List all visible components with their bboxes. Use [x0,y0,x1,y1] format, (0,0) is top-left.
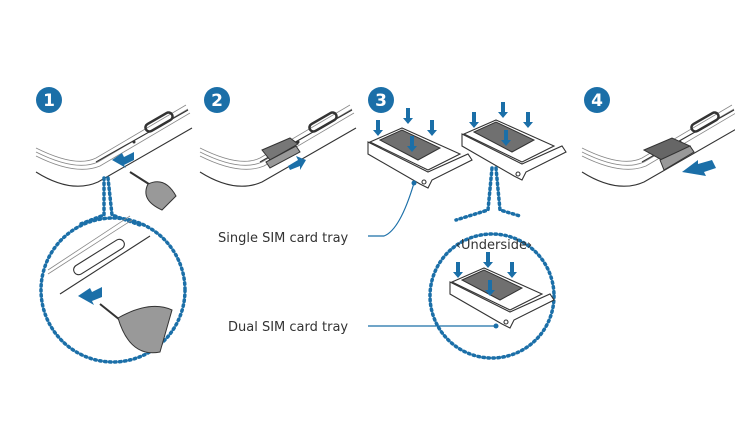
push-arrow-icon [682,160,716,176]
zoom-circle-1 [39,216,187,364]
svg-text:2: 2 [211,91,223,111]
step-3-dual-tray: ‹Underside› [368,102,567,360]
zoom-circle-underside [428,232,556,360]
dual-sim-tray-label: Dual SIM card tray [228,320,348,335]
step-2-phone-illustration [198,103,358,188]
step-3-single-tray [367,108,473,237]
insert-arrow-icon [112,152,134,168]
svg-text:4: 4 [591,91,603,111]
svg-text:1: 1 [43,91,55,111]
step-4-phone-illustration [580,103,735,188]
ejection-pin-icon [145,181,177,211]
single-sim-tray-label: Single SIM card tray [218,231,349,246]
step-4-badge: 4 [584,87,610,113]
underside-label: ‹Underside› [456,238,532,253]
step-2-badge: 2 [204,87,230,113]
svg-text:3: 3 [375,91,387,111]
step-1-badge: 1 [36,87,62,113]
step-1-phone-illustration [34,103,194,364]
step-3-badge: 3 [368,87,394,113]
single-tray-leader-line [368,182,415,237]
pull-arrow-icon [288,156,306,170]
